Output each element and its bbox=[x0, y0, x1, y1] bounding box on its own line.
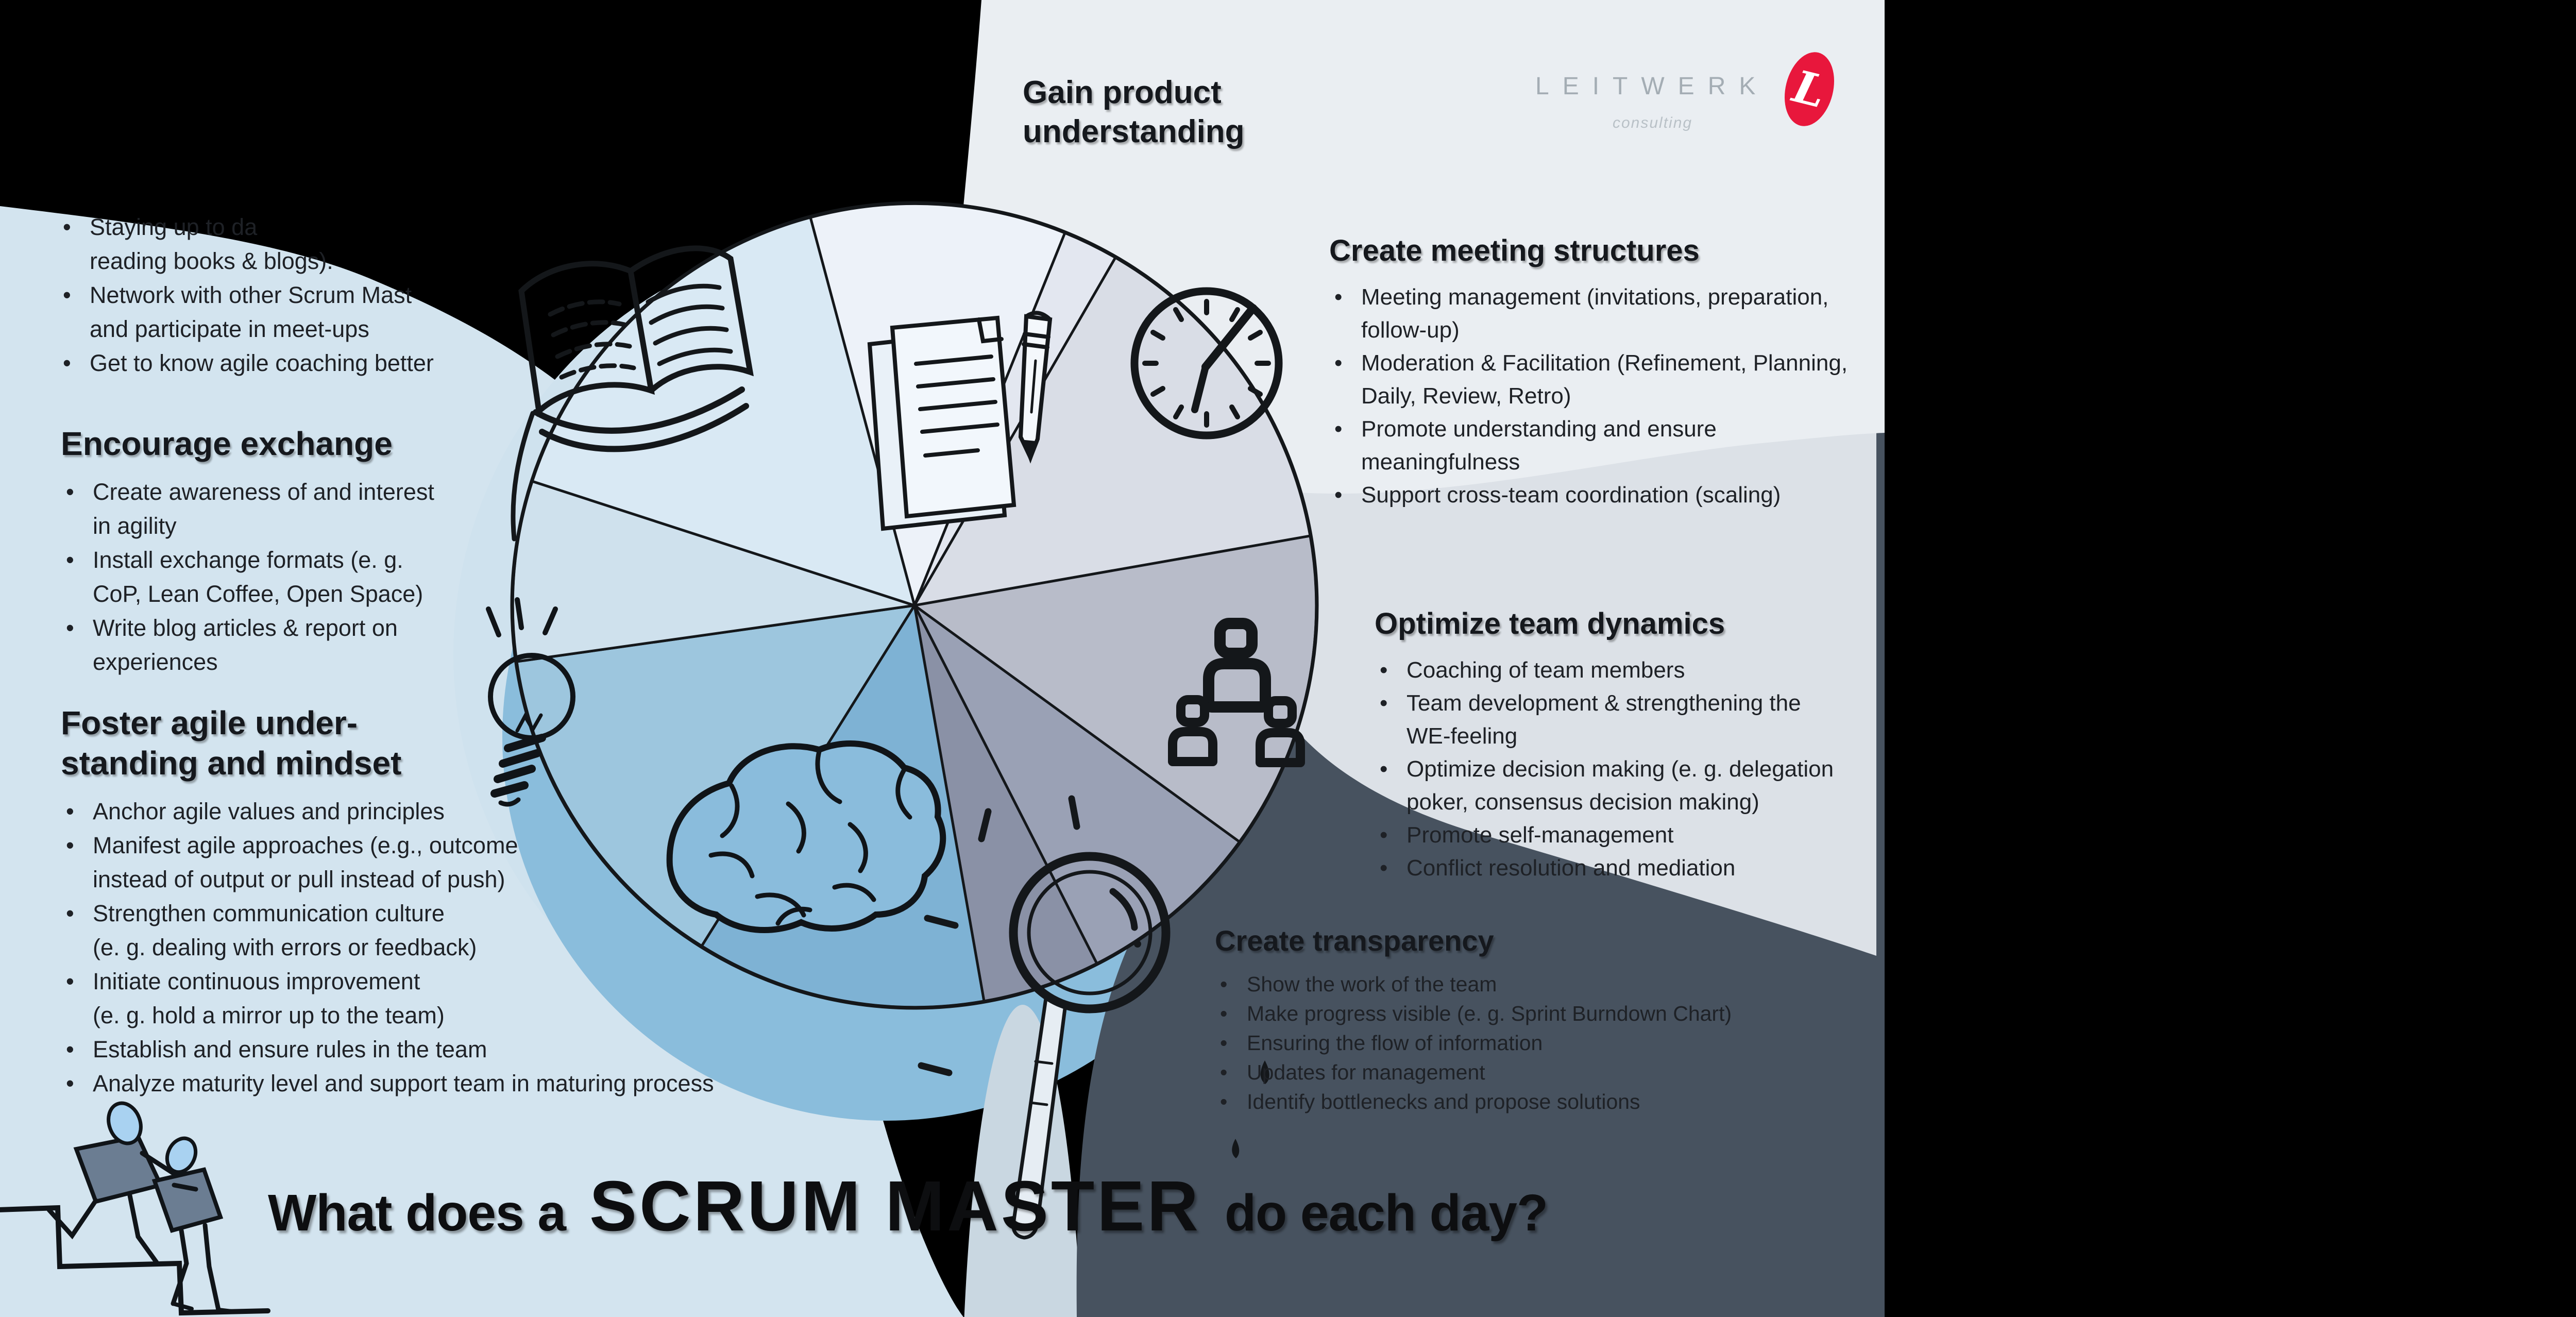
list-item: Ensuring the flow of information bbox=[1215, 1028, 1885, 1058]
list-item: Team development & strengthening the WE-… bbox=[1375, 687, 1885, 753]
logo-monogram-letter: L bbox=[1788, 60, 1831, 119]
section-heading: Foster agile under- standing and mindset bbox=[61, 704, 402, 782]
section-heading: Create transparency bbox=[1215, 924, 1494, 957]
list-item: Show the work of the team bbox=[1215, 970, 1885, 999]
poster-title: What does a SCRUM MASTER do each day? bbox=[268, 1166, 1548, 1247]
content-area: Staying up to da reading books & blogs).… bbox=[0, 0, 1885, 1317]
list-item: Coaching of team members bbox=[1375, 654, 1885, 687]
list-item: Initiate continuous improvement (e. g. h… bbox=[61, 965, 1040, 1033]
list-item: Optimize decision making (e. g. delegati… bbox=[1375, 753, 1885, 819]
title-emphasis: SCRUM MASTER bbox=[589, 1167, 1201, 1246]
learning-list: Staying up to da reading books & blogs).… bbox=[58, 210, 831, 380]
logo-wordmark: LEITWERK bbox=[1535, 73, 1769, 100]
list-item: Establish and ensure rules in the team bbox=[61, 1033, 1040, 1067]
list-item: Promote self-management bbox=[1375, 819, 1885, 852]
list-item: Identify bottlenecks and propose solutio… bbox=[1215, 1087, 1885, 1117]
list-item: Make progress visible (e. g. Sprint Burn… bbox=[1215, 999, 1885, 1028]
clock-icon bbox=[1130, 287, 1283, 440]
section-transparency: Create transparency Show the work of the… bbox=[1215, 923, 1885, 1117]
list-item: Network with other Scrum Mast and partic… bbox=[58, 278, 831, 346]
section-learning: Staying up to da reading books & blogs).… bbox=[58, 210, 831, 380]
section-heading: Create meeting structures bbox=[1329, 234, 1700, 267]
climber-torso bbox=[151, 1167, 224, 1233]
stairs-figures-icon bbox=[0, 1101, 270, 1316]
foster-list: Anchor agile values and principlesManife… bbox=[61, 795, 1040, 1101]
list-item: Install exchange formats (e. g. CoP, Lea… bbox=[61, 543, 834, 611]
section-team-dynamics: Optimize team dynamics Coaching of team … bbox=[1375, 606, 1885, 885]
list-item: Anchor agile values and principles bbox=[61, 795, 1040, 829]
list-item: Get to know agile coaching better bbox=[58, 346, 831, 380]
list-item: Manifest agile approaches (e.g., outcome… bbox=[61, 829, 1040, 897]
list-item: Staying up to da reading books & blogs). bbox=[58, 210, 831, 278]
section-heading: Optimize team dynamics bbox=[1375, 607, 1725, 640]
climber-head bbox=[165, 1136, 198, 1174]
pencil-icon bbox=[1018, 311, 1053, 464]
section-foster-agile: Foster agile under- standing and mindset… bbox=[61, 703, 1040, 1101]
section-heading: Gain product understanding bbox=[1023, 75, 1245, 149]
list-item: Create awareness of and interest in agil… bbox=[61, 475, 834, 543]
section-meeting-structures: Create meeting structures Meeting manage… bbox=[1329, 233, 1885, 512]
list-item: Write blog articles & report on experien… bbox=[61, 611, 834, 679]
list-item: Moderation & Facilitation (Refinement, P… bbox=[1329, 347, 1885, 413]
title-prefix: What does a bbox=[268, 1184, 566, 1242]
exchange-list: Create awareness of and interest in agil… bbox=[61, 475, 834, 679]
team-icon bbox=[1168, 618, 1305, 767]
list-item: Meeting management (invitations, prepara… bbox=[1329, 281, 1885, 347]
dynamics-list: Coaching of team membersTeam development… bbox=[1375, 654, 1885, 885]
meetings-list: Meeting management (invitations, prepara… bbox=[1329, 281, 1885, 512]
list-item: Updates for management bbox=[1215, 1058, 1885, 1087]
list-item: Promote understanding and ensure meaning… bbox=[1329, 413, 1885, 479]
list-item: Strengthen communication culture (e. g. … bbox=[61, 897, 1040, 965]
logo-tagline: consulting bbox=[1613, 114, 1693, 131]
helper-head bbox=[107, 1101, 143, 1145]
transparency-list: Show the work of the teamMake progress v… bbox=[1215, 970, 1885, 1117]
section-heading: Encourage exchange bbox=[61, 425, 393, 462]
list-item: Support cross-team coordination (scaling… bbox=[1329, 479, 1885, 512]
list-item: Conflict resolution and mediation bbox=[1375, 852, 1885, 885]
leitwerk-logo: LEITWERK L consulting bbox=[1535, 47, 1875, 143]
section-gain-product: Gain product understanding bbox=[1023, 73, 1486, 162]
title-suffix: do each day? bbox=[1224, 1184, 1548, 1242]
documents-icon bbox=[867, 311, 1053, 531]
list-item: Analyze maturity level and support team … bbox=[61, 1067, 1040, 1101]
section-encourage-exchange: Encourage exchange Create awareness of a… bbox=[61, 424, 834, 679]
